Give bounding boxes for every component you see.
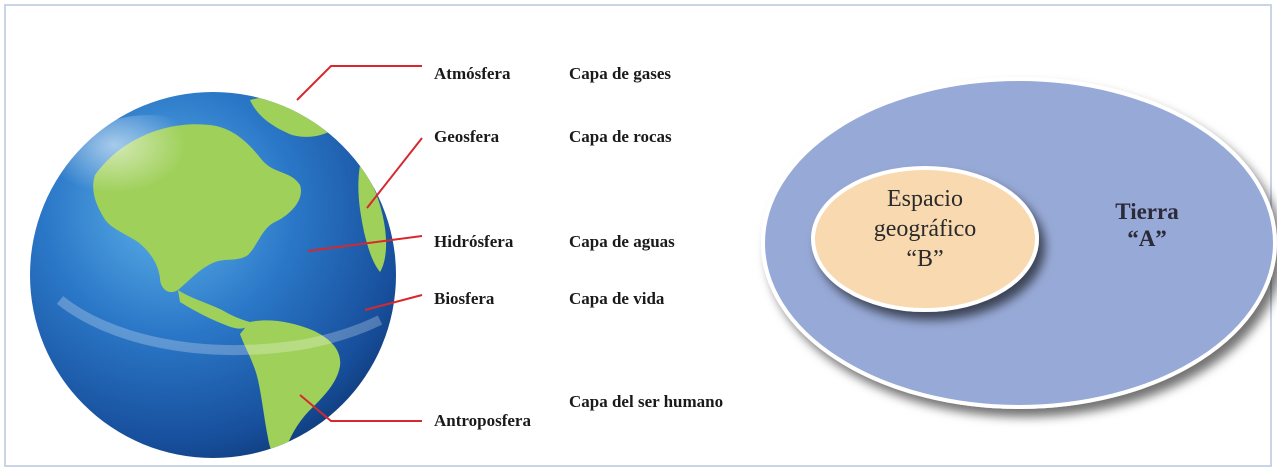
globe-shine [60,115,240,235]
globe-highlight-band [56,296,383,355]
inner-label-line2: geográfico [873,216,977,242]
layer-desc-hidrosfera: Capa de aguas [569,232,675,251]
leader-line-biosfera [364,294,423,311]
globe [30,92,396,458]
layer-desc-biosfera: Capa de vida [569,289,665,308]
leader-lines [296,65,423,422]
leader-line-antroposfera [299,394,422,422]
layer-desc-antroposfera: Capa del ser humano [569,392,724,411]
layer-name-hidrosfera: Hidrósfera [434,232,514,251]
inner-label-line1: Espacio [887,186,963,212]
leader-line-geosfera [366,137,423,209]
venn-diagram [761,77,1277,409]
layer-desc-geosfera: Capa de rocas [569,127,672,146]
outer-label-line2: “A” [1127,226,1167,251]
inner-label-line3: “B” [906,246,944,272]
outer-label: Tierra “A” [1092,198,1202,252]
leader-line-atmosfera [296,65,422,101]
inner-ellipse-espacio [811,166,1039,312]
outer-label-line1: Tierra [1115,199,1179,224]
layer-name-atmosfera: Atmósfera [434,64,511,83]
inner-label: Espacio geográfico “B” [835,184,1015,274]
layer-name-biosfera: Biosfera [434,289,495,308]
layer-name-geosfera: Geosfera [434,127,500,146]
layer-name-antroposfera: Antroposfera [434,411,531,430]
layer-desc-atmosfera: Capa de gases [569,64,672,83]
leader-line-hidrosfera [307,235,423,252]
